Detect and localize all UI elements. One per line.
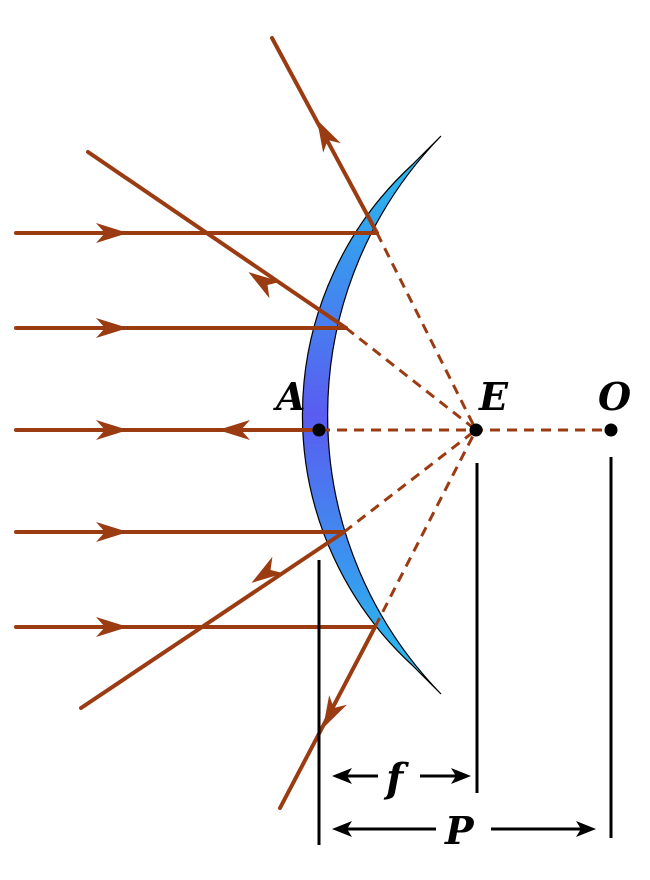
reflected-ray-2 [86,150,348,330]
reflected-ray-4 [79,530,346,710]
arrowhead-icon [251,556,284,583]
arrowhead-icon [451,768,471,784]
rays [14,36,379,810]
ray-arrowheads [96,119,347,729]
focal-length-label: f [383,755,409,802]
extension-line-5 [373,429,478,628]
center-point [604,423,618,437]
reference-lines [317,457,613,845]
arrowhead-icon [332,821,352,837]
vertex-label: A [273,374,305,419]
arrowhead-icon [576,821,596,837]
arrowhead-icon [96,617,128,637]
arrowhead-icon [96,522,128,542]
extension-line-1 [375,232,478,431]
points [312,423,618,437]
focus-point [469,423,483,437]
dimension-arrowheads [332,768,596,837]
center-label: O [598,374,631,419]
concave-mirror [301,135,442,695]
radius-label: P [444,808,475,853]
arrowhead-icon [316,119,341,153]
extension-line-2 [345,326,477,432]
arrowhead-icon [96,420,128,440]
extension-line-4 [343,428,477,534]
focus-label: E [478,374,509,419]
arrowhead-icon [248,272,281,299]
arrowhead-icon [96,223,128,243]
arrowhead-icon [332,768,352,784]
arrowhead-icon [96,318,128,338]
arrowhead-icon [322,695,347,729]
vertex-point [312,423,326,437]
arrowhead-icon [218,420,250,440]
dashed-extension-lines [320,232,610,628]
